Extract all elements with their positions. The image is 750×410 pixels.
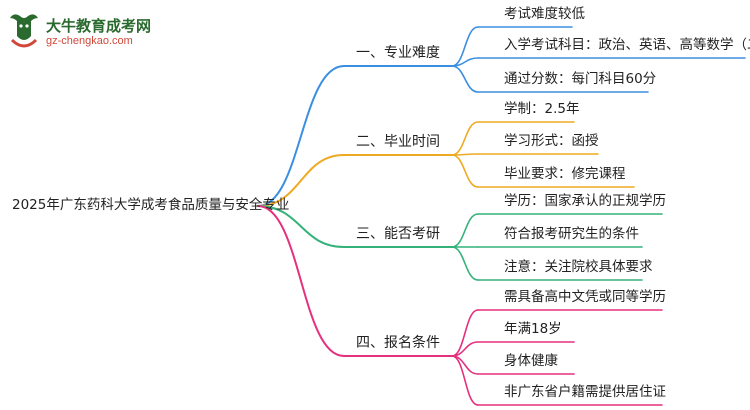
bull-head-icon	[10, 14, 38, 48]
leaf-connector-3-1	[451, 213, 479, 248]
leaf-label-3-1: 学历：国家承认的正规学历	[504, 193, 666, 209]
leaf-label-3-2: 符合报考研究生的条件	[504, 226, 639, 242]
leaf-label-4-3: 身体健康	[504, 353, 558, 369]
site-logo: 大牛教育成考网 gz-chengkao.com	[4, 10, 164, 54]
branch-connector-4	[257, 205, 345, 357]
leaf-connector-4-1	[451, 309, 479, 357]
branch-label-2: 二、毕业时间	[356, 134, 440, 150]
leaf-label-1-3: 通过分数：每门科目60分	[504, 71, 657, 87]
leaf-label-4-4: 非广东省户籍需提供居住证	[504, 384, 666, 400]
branch-label-3: 三、能否考研	[356, 226, 440, 242]
leaf-label-2-2: 学习形式：函授	[504, 133, 599, 149]
connector-layer	[257, 26, 746, 406]
logo-title: 大牛教育成考网	[46, 17, 152, 35]
leaf-connector-4-4	[451, 355, 479, 406]
root-topic: 2025年广东药科大学成考食品质量与安全专业	[12, 197, 290, 213]
leaf-label-1-1: 考试难度较低	[504, 6, 585, 22]
branch-connector-1	[257, 65, 345, 207]
leaf-label-2-1: 学制：2.5年	[504, 101, 580, 117]
branch-label-4: 四、报名条件	[356, 335, 440, 351]
leaf-label-4-2: 年满18岁	[504, 321, 562, 337]
leaf-connector-2-3	[451, 154, 479, 188]
leaf-label-3-3: 注意：关注院校具体要求	[504, 259, 653, 275]
branch-connector-2	[257, 154, 345, 207]
branch-connector-3	[257, 205, 345, 248]
leaf-label-1-2: 入学考试科目：政治、英语、高等数学（二）	[504, 37, 750, 53]
leaf-connector-2-1	[451, 121, 479, 156]
logo-url: gz-chengkao.com	[46, 35, 133, 47]
leaf-connector-1-3	[451, 65, 479, 93]
leaf-connector-3-3	[451, 246, 479, 281]
leaf-label-2-3: 毕业要求：修完课程	[504, 166, 626, 182]
leaf-label-4-1: 需具备高中文凭或同等学历	[504, 289, 666, 305]
branch-label-1: 一、专业难度	[356, 45, 440, 61]
leaf-connector-1-1	[451, 26, 479, 67]
